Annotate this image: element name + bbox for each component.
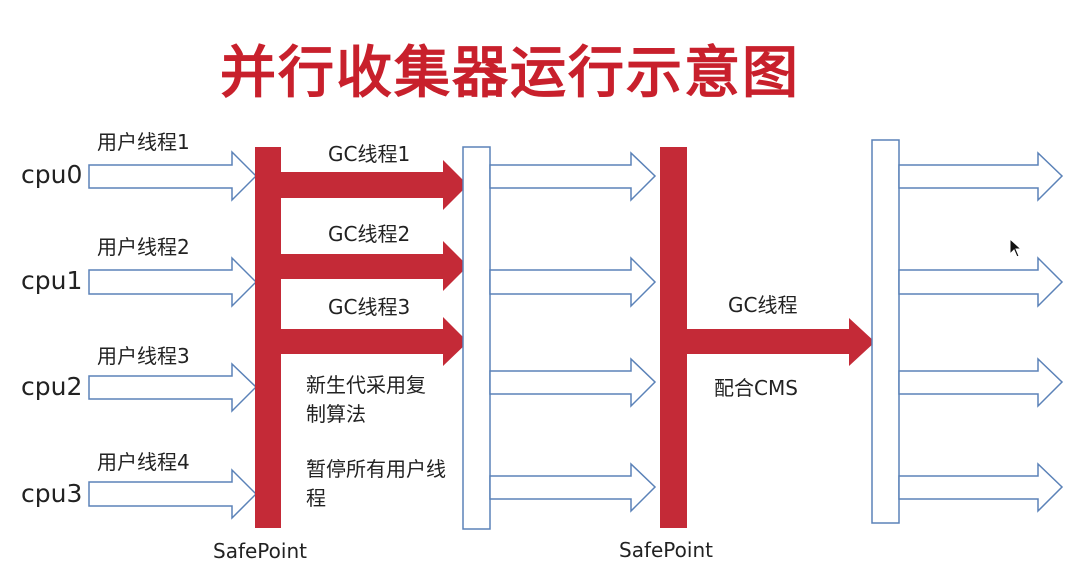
user-thread-label-3: 用户线程3 (97, 344, 190, 368)
user-thread-label-4: 用户线程4 (97, 450, 190, 474)
final-arrow-1 (898, 151, 1064, 202)
cms-gc-thread-label: GC线程 (728, 293, 798, 317)
user-thread-label-1: 用户线程1 (97, 130, 190, 154)
safepoint-label-left: SafePoint (213, 539, 307, 563)
gc-thread-arrow-1 (281, 160, 468, 210)
cpu-label-2: cpu2 (21, 372, 83, 401)
user-thread-arrow-cpu3 (88, 468, 258, 520)
gc-thread-label-1: GC线程1 (328, 142, 411, 166)
user-thread-label-2: 用户线程2 (97, 235, 190, 259)
mouse-cursor-icon (1009, 238, 1023, 258)
safepoint-label-right: SafePoint (619, 538, 713, 562)
gc-thread-arrow-3 (281, 317, 468, 366)
page-title: 并行收集器运行示意图 (220, 41, 800, 106)
user-thread-arrow-cpu1 (88, 256, 258, 308)
young-gen-note: 新生代采用复制算法 (306, 373, 426, 426)
resume-arrow-3 (489, 357, 657, 408)
cpu-label-1: cpu1 (21, 266, 83, 295)
thread-resume-bar-2 (871, 139, 900, 524)
cms-note: 配合CMS (714, 376, 798, 400)
gc-thread-label-2: GC线程2 (328, 222, 411, 246)
resume-arrow-1 (489, 151, 657, 202)
final-arrow-4 (898, 462, 1064, 513)
safepoint-bar-left (255, 147, 281, 528)
gc-thread-label-3: GC线程3 (328, 295, 411, 319)
safepoint-bar-right (660, 147, 687, 528)
user-thread-arrow-cpu2 (88, 362, 258, 413)
final-arrow-2 (898, 256, 1064, 308)
user-thread-arrow-cpu0 (88, 150, 258, 202)
cpu-label-0: cpu0 (21, 160, 83, 189)
cpu-label-3: cpu3 (21, 479, 83, 508)
resume-arrow-4 (489, 462, 657, 513)
resume-arrow-2 (489, 256, 657, 308)
final-arrow-3 (898, 357, 1064, 408)
thread-resume-bar-1 (462, 146, 491, 530)
pause-note: 暂停所有用户线程 (306, 457, 446, 510)
cms-gc-arrow (687, 318, 875, 366)
gc-thread-arrow-2 (281, 241, 468, 291)
